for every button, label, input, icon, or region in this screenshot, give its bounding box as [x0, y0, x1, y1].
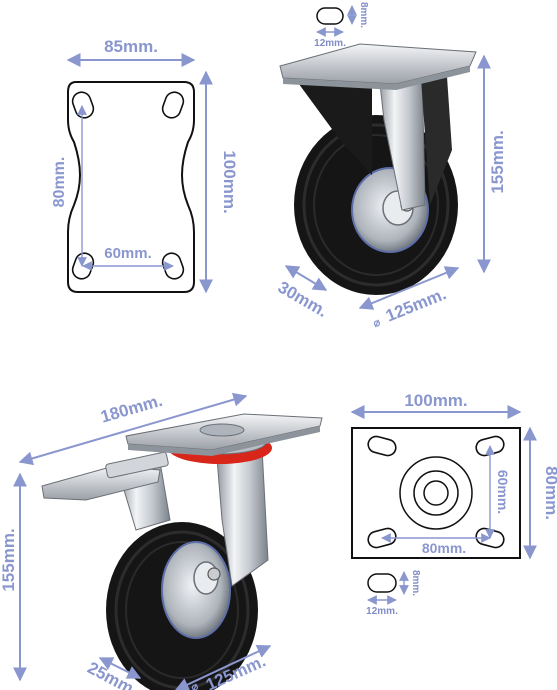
slot-hole [161, 91, 185, 119]
top-right-fixed-caster: 12mm. 8mm. 155mm. 30mm. ⌀ 125mm. [275, 2, 507, 330]
diameter-symbol: ⌀ [372, 316, 383, 330]
caster-height-label: 155mm. [488, 130, 507, 193]
hole-spacing-horizontal-label: 60mm. [104, 245, 152, 262]
wheel-diameter-line [358, 266, 460, 310]
race-middle [413, 470, 459, 516]
diameter-symbol: ⌀ [189, 680, 200, 690]
slot-height-label: 8mm. [358, 2, 369, 28]
hole-spacing-vertical-label: 80mm. [51, 157, 68, 208]
slot-hole [367, 435, 397, 457]
hole-spacing-horizontal-label: 80mm. [422, 540, 466, 556]
rim [161, 541, 231, 639]
hole-spacing-vertical-label: 60mm. [495, 470, 511, 514]
slot-detail [316, 7, 344, 25]
wheel-width-line [284, 265, 328, 291]
axle-nut [207, 567, 221, 581]
caster-length-line [18, 392, 248, 466]
wheel-width-line [98, 657, 142, 679]
race-outer [399, 456, 473, 530]
wheel-width-label: 30mm. [275, 278, 331, 321]
slot-width-label: 12mm. [366, 606, 398, 617]
race-inner [423, 480, 449, 506]
slot-detail [367, 573, 397, 593]
caster-length-label: 180mm. [98, 391, 164, 427]
plate-center [199, 423, 245, 437]
bottom-right-plate-drawing: 100mm. 80mm. 60mm. 80mm. 12mm. 8mm. [350, 391, 557, 617]
plate-width-label: 85mm. [104, 37, 158, 56]
slot-width-label: 12mm. [314, 38, 346, 49]
plate-height-label: 80mm. [542, 466, 557, 520]
wheel-diameter-line [174, 645, 272, 690]
bottom-left-swivel-caster: 180mm. 155mm. 25mm. ⌀ 125mm. [0, 391, 323, 690]
plate-width-label: 100mm. [404, 391, 467, 410]
mounting-plate-edge [283, 66, 470, 90]
caster-height-label: 155mm. [0, 528, 18, 591]
plate-outline [67, 81, 195, 293]
top-left-plate-drawing: 85mm. 100mm. 80mm. 60mm. [51, 37, 239, 294]
plate-height-label: 100mm. [220, 150, 239, 213]
fork-side-dark [296, 72, 372, 175]
fork-back [420, 62, 452, 205]
slot-height-label: 8mm. [410, 570, 421, 596]
